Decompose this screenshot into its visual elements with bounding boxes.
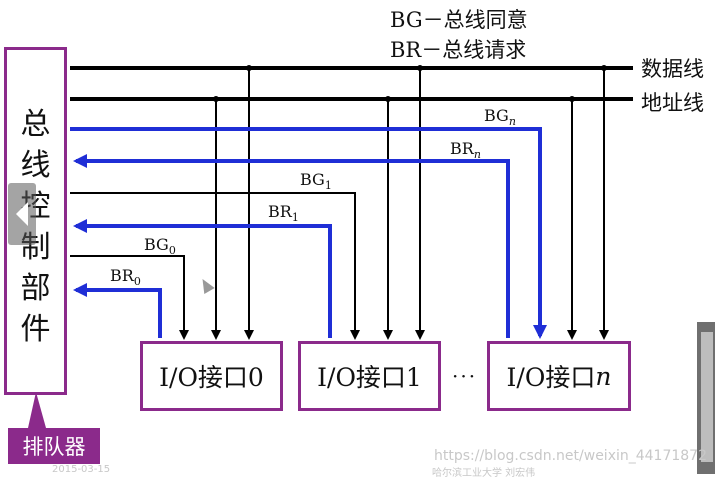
footer-author: 哈尔滨工业大学 刘宏伟 xyxy=(432,468,536,479)
signal-label-bgn: BGn xyxy=(484,106,516,128)
bus-junction-dots xyxy=(213,65,607,102)
signal-sub: 1 xyxy=(291,211,299,225)
signal-label-br1: BR1 xyxy=(268,202,299,224)
controller-char: 总 xyxy=(20,107,51,142)
bg0-line xyxy=(70,255,189,340)
footer-date: 2015-03-15 xyxy=(52,464,111,475)
controller-char: 线 xyxy=(20,148,51,183)
bgn-line xyxy=(70,127,547,339)
io-interface-n-prefix: I/O接口 xyxy=(506,363,596,392)
signal-sub: 1 xyxy=(324,179,332,193)
bus-taps xyxy=(211,68,609,340)
legend-bus-grant: BG－总线同意 xyxy=(390,8,528,32)
io-interface-n-suffix: n xyxy=(595,361,612,391)
signal-sub: 0 xyxy=(133,275,141,289)
io-interface-1: I/O接口1 xyxy=(298,341,441,411)
signal-label-brn: BRn xyxy=(450,139,481,161)
watermark: https://blog.csdn.net/weixin_44171872 xyxy=(433,448,707,464)
legend-bus-request: BR－总线请求 xyxy=(390,38,527,62)
signal-label-bg0: BG0 xyxy=(144,235,176,257)
signal-main: BR xyxy=(268,202,292,221)
signal-main: BG xyxy=(484,106,509,125)
signal-label-bg1: BG1 xyxy=(300,170,332,192)
signal-sub: n xyxy=(508,115,516,129)
ellipsis: ··· xyxy=(452,364,478,388)
signal-label-br0: BR0 xyxy=(110,266,141,288)
previous-slide-button[interactable] xyxy=(8,183,36,245)
br0-line xyxy=(73,283,162,338)
controller-char: 部 xyxy=(20,271,51,306)
signal-main: BG xyxy=(300,170,325,189)
io-interface-0: I/O接口0 xyxy=(140,341,283,411)
data-bus-label: 数据线 xyxy=(641,57,704,81)
brn-line xyxy=(73,154,510,338)
signal-sub: 0 xyxy=(168,244,176,258)
queue-tag-pointer xyxy=(28,392,46,428)
signal-main: BG xyxy=(144,235,169,254)
side-thumbnail-strip xyxy=(697,322,715,474)
signal-main: BR xyxy=(110,266,134,285)
bg1-line xyxy=(70,192,360,340)
controller-char: 件 xyxy=(20,312,51,347)
address-bus-label: 地址线 xyxy=(641,91,704,115)
signal-sub: n xyxy=(473,148,481,162)
signal-main: BR xyxy=(450,139,474,158)
queue-tag: 排队器 xyxy=(8,428,100,464)
br1-line xyxy=(73,219,332,338)
